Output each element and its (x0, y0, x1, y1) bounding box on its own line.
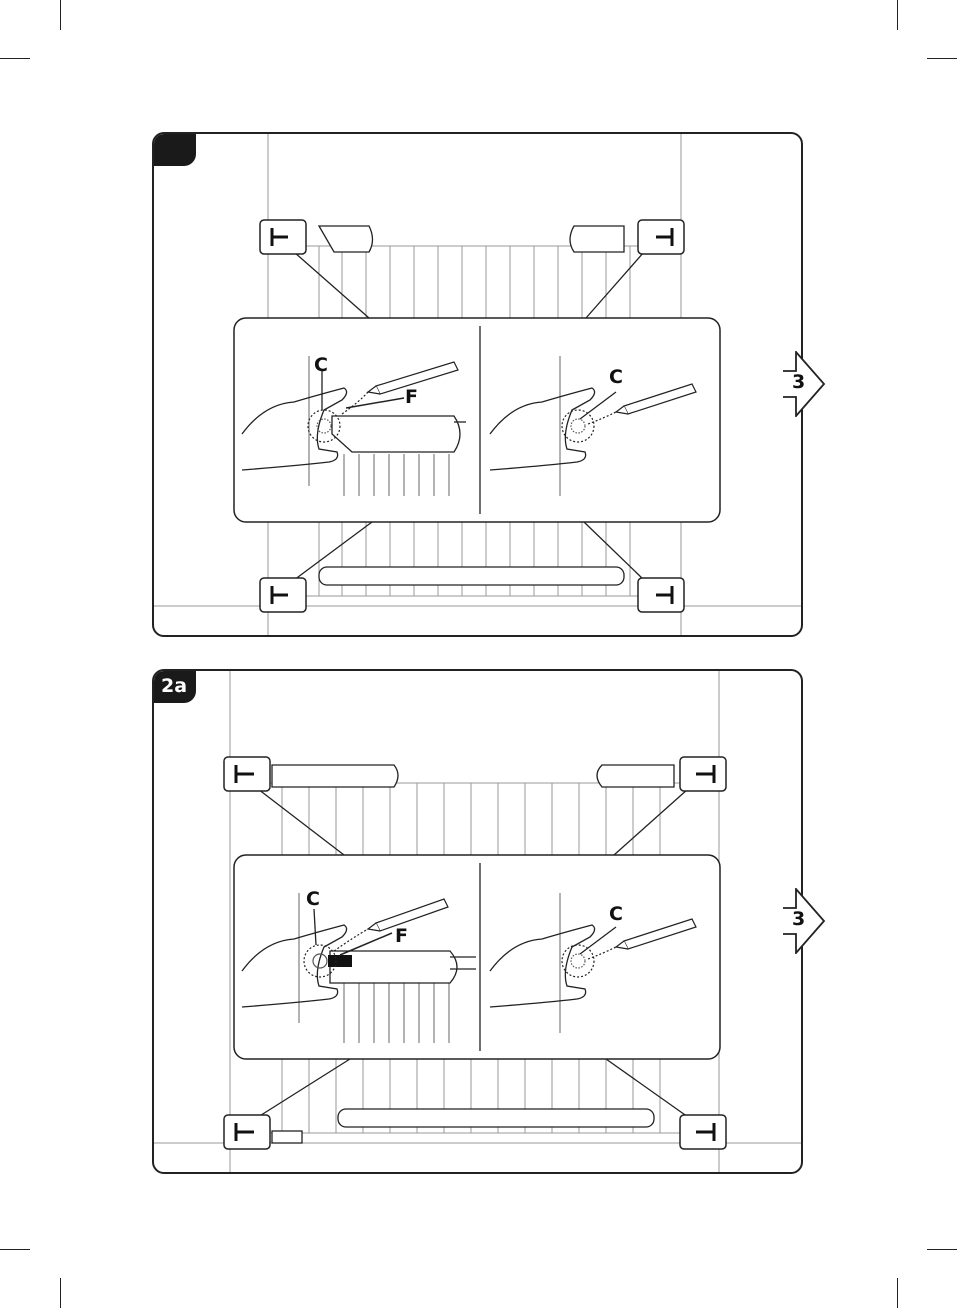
crop-mark (897, 1278, 898, 1308)
callout-c-left: C (306, 890, 320, 909)
crop-mark (0, 58, 30, 59)
step-panel-2a: 2a C F C (152, 669, 803, 1174)
gate-illustration (154, 671, 803, 1174)
next-step-arrow-bottom: 3 (782, 888, 826, 954)
crop-mark (897, 0, 898, 30)
crop-mark (927, 1249, 957, 1250)
crop-mark (60, 0, 61, 30)
next-step-number: 3 (792, 371, 805, 393)
crop-mark (60, 1278, 61, 1308)
callout-f-left: F (405, 388, 418, 407)
crop-mark (0, 1249, 30, 1250)
gate-illustration (154, 134, 803, 637)
step-number-badge: 2a (152, 669, 196, 703)
step-number-badge (152, 132, 196, 166)
crop-mark (927, 58, 957, 59)
callout-c-right: C (609, 368, 623, 387)
callout-f-left: F (395, 927, 408, 946)
next-step-arrow-top: 3 (782, 351, 826, 417)
step-panel-2: C F C (152, 132, 803, 637)
callout-c-right: C (609, 905, 623, 924)
callout-c-left: C (314, 356, 328, 375)
next-step-number: 3 (792, 908, 805, 930)
